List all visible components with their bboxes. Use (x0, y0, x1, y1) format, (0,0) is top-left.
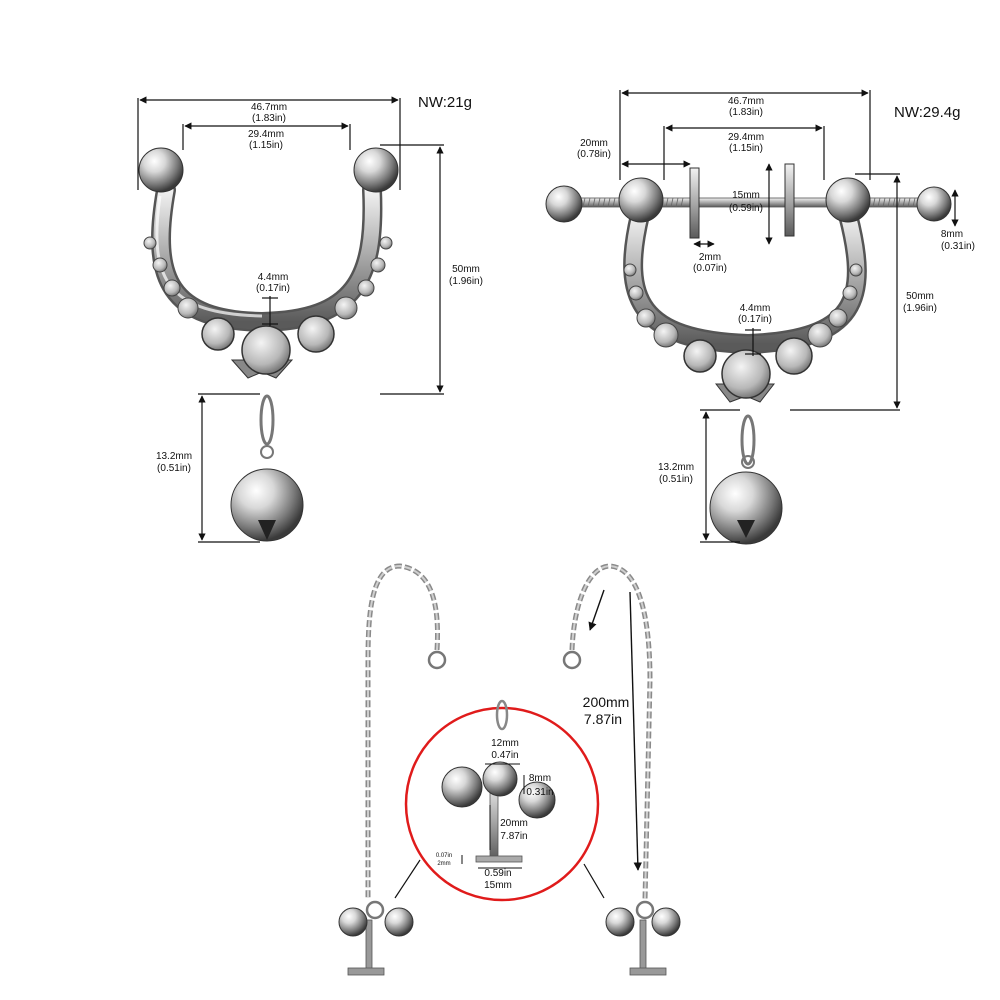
right-dimension-labels: NW:29.4g 46.7mm (1.83in) 29.4mm (1.15in)… (577, 96, 975, 485)
detail-circle (404, 706, 600, 902)
right-ball-size-in: (0.31in) (941, 241, 975, 252)
right-width-outer-in: (1.83in) (729, 107, 763, 118)
left-product (138, 147, 399, 542)
right-bar-thickness-mm: 4.4mm (740, 303, 771, 314)
left-net-weight: NW:21g (418, 94, 472, 111)
right-height-in: (1.96in) (903, 303, 937, 314)
detail-plate-width-mm: 15mm (484, 880, 512, 891)
chain-product (338, 563, 681, 976)
chain-length-in: 7.87in (584, 711, 622, 727)
left-bar-thickness-mm: 4.4mm (258, 272, 289, 283)
left-width-inner-in: (1.15in) (249, 140, 283, 151)
left-dimensions (137, 96, 444, 543)
chain-length-dimension (588, 589, 642, 871)
right-width-inner-mm: 29.4mm (728, 132, 764, 143)
right-width-inner-in: (1.15in) (729, 143, 763, 154)
left-width-outer-in: (1.83in) (252, 113, 286, 124)
left-bar-thickness-in: (0.17in) (256, 283, 290, 294)
right-plate-height-in: (0.59in) (729, 203, 763, 214)
right-end-ball (353, 147, 399, 193)
right-width-outer-mm: 46.7mm (728, 96, 764, 107)
right-bell-drop-mm: 13.2mm (658, 462, 694, 473)
outer-left-ball (545, 185, 583, 223)
left-clamp-plate (689, 167, 700, 239)
right-clamp-plate (784, 163, 795, 237)
left-width-outer-mm: 46.7mm (251, 102, 287, 113)
left-height-mm: 50mm (452, 264, 480, 275)
bell-icon (230, 468, 304, 542)
left-width-inner-mm: 29.4mm (248, 129, 284, 140)
right-ball-size-mm: 8mm (941, 229, 963, 240)
left-dimension-labels: NW:21g 46.7mm (1.83in) 29.4mm (1.15in) 4… (156, 94, 483, 474)
chain-length-mm: 200mm (583, 694, 630, 710)
detail-screw-length-mm: 20mm (500, 818, 528, 829)
detail-ball-width-in: 0.47in (491, 750, 518, 761)
right-plate-thickness-in: (0.07in) (693, 263, 727, 274)
detail-ball-width-mm: 12mm (491, 738, 519, 749)
right-bar-thickness-in: (0.17in) (738, 314, 772, 325)
right-bell-icon (709, 471, 783, 545)
right-screw-length-in: (0.78in) (577, 149, 611, 160)
right-screw-length-mm: 20mm (580, 138, 608, 149)
detail-screw-length-in: 7.87in (500, 831, 527, 842)
detail-plate-thickness-in: 0.07in (436, 853, 452, 859)
detail-callout: 12mm 0.47in 8mm 0.31in 20mm 7.87in 0.07i… (394, 699, 605, 902)
inner-right-ball (825, 177, 871, 223)
decorative-beads (143, 236, 393, 379)
left-bell-drop-mm: 13.2mm (156, 451, 192, 462)
detail-ball-size-mm: 8mm (529, 773, 551, 784)
right-decorative-beads (623, 263, 863, 403)
left-bell-drop-in: (0.51in) (157, 463, 191, 474)
outer-right-ball (916, 186, 952, 222)
right-plate-height-mm: 15mm (732, 190, 760, 201)
left-end-ball (138, 147, 184, 193)
inner-left-ball (618, 177, 664, 223)
right-plate-thickness-mm: 2mm (699, 252, 721, 263)
detail-plate-thickness-mm: 2mm (437, 861, 450, 867)
right-bell-drop-in: (0.51in) (659, 474, 693, 485)
detail-plate-width-in: 0.59in (484, 868, 511, 879)
right-product (545, 163, 952, 545)
detail-ball-size-in: 0.31in (526, 787, 553, 798)
right-net-weight: NW:29.4g (894, 104, 960, 121)
left-height-in: (1.96in) (449, 276, 483, 287)
right-dimensions (619, 89, 959, 543)
right-height-mm: 50mm (906, 291, 934, 302)
